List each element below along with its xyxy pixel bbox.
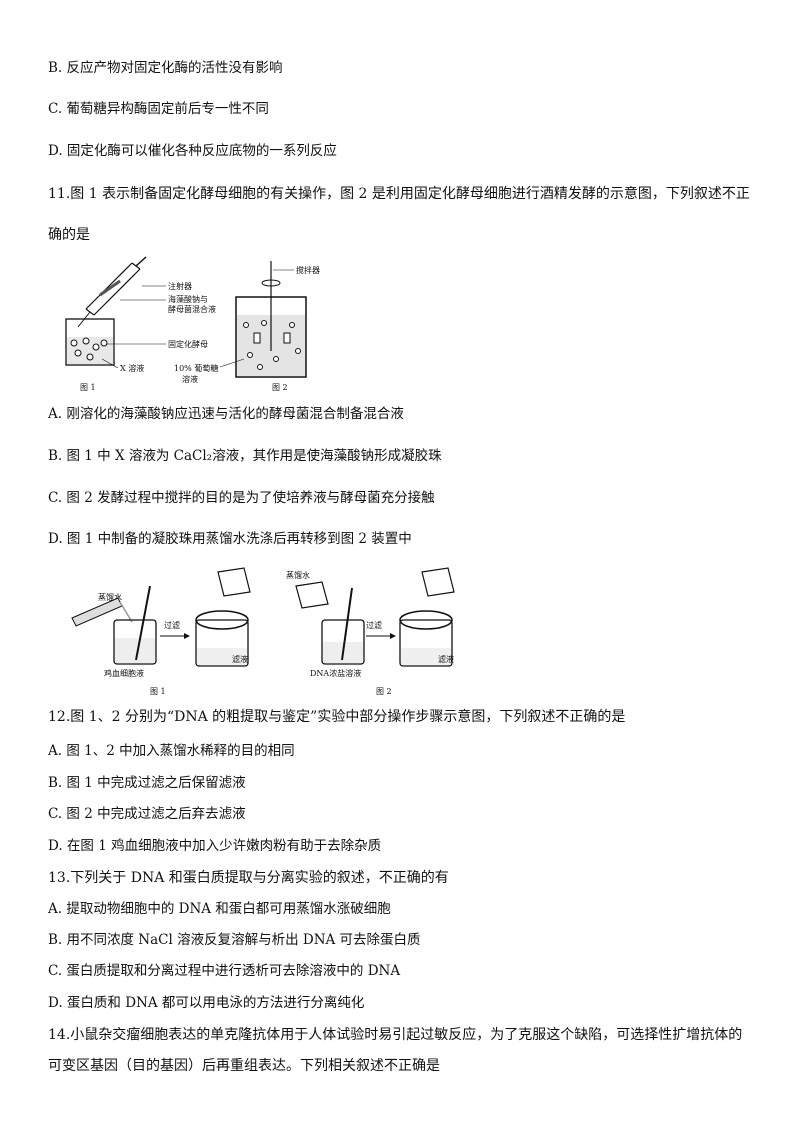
q10-option-b: B. 反应产物对固定化酶的活性没有影响 — [48, 60, 283, 76]
label-fig-1: 图 1 — [150, 687, 166, 696]
label-stirrer: 搅拌器 — [296, 265, 320, 275]
label-filtrate-1: 滤液 — [232, 654, 248, 664]
label-mix-1: 海藻酸钠与 — [168, 294, 208, 304]
q13-option-a: A. 提取动物细胞中的 DNA 和蛋白都可用蒸馏水涨破细胞 — [48, 901, 391, 917]
q13-stem: 13.下列关于 DNA 和蛋白质提取与分离实验的叙述，不正确的有 — [48, 870, 449, 886]
q11-option-c: C. 图 2 发酵过程中搅拌的目的是为了使培养液与酵母菌充分接触 — [48, 490, 435, 506]
label-chicken-blood: 鸡血细胞液 — [104, 668, 144, 678]
q12-figure: 蒸馏水 过滤 鸡血细胞液 滤液 图 1 蒸馏水 过滤 DNA浓盐溶液 滤液 图 … — [71, 567, 455, 696]
q11-stem-line2: 确的是 — [48, 227, 90, 243]
q12-option-d: D. 在图 1 鸡血细胞液中加入少许嫩肉粉有助于去除杂质 — [48, 838, 382, 854]
label-filter-1: 过滤 — [164, 620, 180, 630]
q11-figure: 注射器 海藻酸钠与 酵母菌混合液 固定化酵母 X 溶液 图 1 搅拌器 10% … — [65, 256, 320, 392]
label-x-solution: X 溶液 — [120, 363, 144, 373]
label-distilled-water-1: 蒸馏水 — [98, 592, 122, 602]
q11-option-a: A. 刚溶化的海藻酸钠应迅速与活化的酵母菌混合制备混合液 — [48, 406, 404, 422]
beaker-1-drawing — [65, 318, 115, 366]
label-filter-2: 过滤 — [366, 620, 382, 630]
label-filtrate-2: 滤液 — [438, 654, 454, 664]
fermenter-drawing — [235, 261, 307, 378]
q12-option-a: A. 图 1、2 中加入蒸馏水稀释的目的相同 — [48, 743, 295, 759]
q11-option-b: B. 图 1 中 X 溶液为 CaCl₂溶液，其作用是使海藻酸钠形成凝胶珠 — [48, 448, 442, 464]
label-figure-1: 图 1 — [80, 383, 96, 392]
label-fig-2: 图 2 — [376, 687, 392, 696]
label-immobilized-yeast: 固定化酵母 — [168, 339, 208, 349]
label-dna-salt: DNA浓盐溶液 — [310, 668, 361, 678]
q10-option-c: C. 葡萄糖异构酶固定前后专一性不同 — [48, 101, 269, 117]
label-glucose-2: 溶液 — [182, 374, 198, 384]
q13-option-d: D. 蛋白质和 DNA 都可以用电泳的方法进行分离纯化 — [48, 995, 365, 1011]
syringe-drawing — [77, 256, 147, 328]
q13-option-c: C. 蛋白质提取和分离过程中进行透析可去除溶液中的 DNA — [48, 963, 401, 979]
q12-option-b: B. 图 1 中完成过滤之后保留滤液 — [48, 775, 246, 791]
q13-option-b: B. 用不同浓度 NaCl 溶液反复溶解与析出 DNA 可去除蛋白质 — [48, 932, 421, 948]
q11-stem-line1: 11.图 1 表示制备固定化酵母细胞的有关操作，图 2 是利用固定化酵母细胞进行… — [48, 186, 750, 202]
label-glucose-1: 10% 葡萄糖 — [174, 363, 218, 373]
label-distilled-water-2: 蒸馏水 — [286, 570, 310, 580]
label-figure-2: 图 2 — [272, 383, 288, 392]
q12-option-c: C. 图 2 中完成过滤之后弃去滤液 — [48, 806, 246, 822]
q14-stem-line1: 14.小鼠杂交瘤细胞表达的单克隆抗体用于人体试验时易引起过敏反应，为了克服这个缺… — [48, 1027, 743, 1043]
q14-stem-line2: 可变区基因（目的基因）后再重组表达。下列相关叙述不正确是 — [48, 1058, 440, 1074]
q11-option-d: D. 图 1 中制备的凝胶珠用蒸馏水洗涤后再转移到图 2 装置中 — [48, 531, 412, 547]
q12-stem: 12.图 1、2 分别为“DNA 的粗提取与鉴定”实验中部分操作步骤示意图，下列… — [48, 709, 626, 725]
label-mix-2: 酵母菌混合液 — [168, 304, 216, 314]
dna-figure-1-drawing: 蒸馏水 过滤 鸡血细胞液 滤液 图 1 — [71, 567, 251, 696]
dna-figure-2-drawing: 蒸馏水 过滤 DNA浓盐溶液 滤液 图 2 — [286, 567, 455, 696]
q10-option-d: D. 固定化酶可以催化各种反应底物的一系列反应 — [48, 143, 337, 159]
label-syringe: 注射器 — [168, 281, 192, 291]
